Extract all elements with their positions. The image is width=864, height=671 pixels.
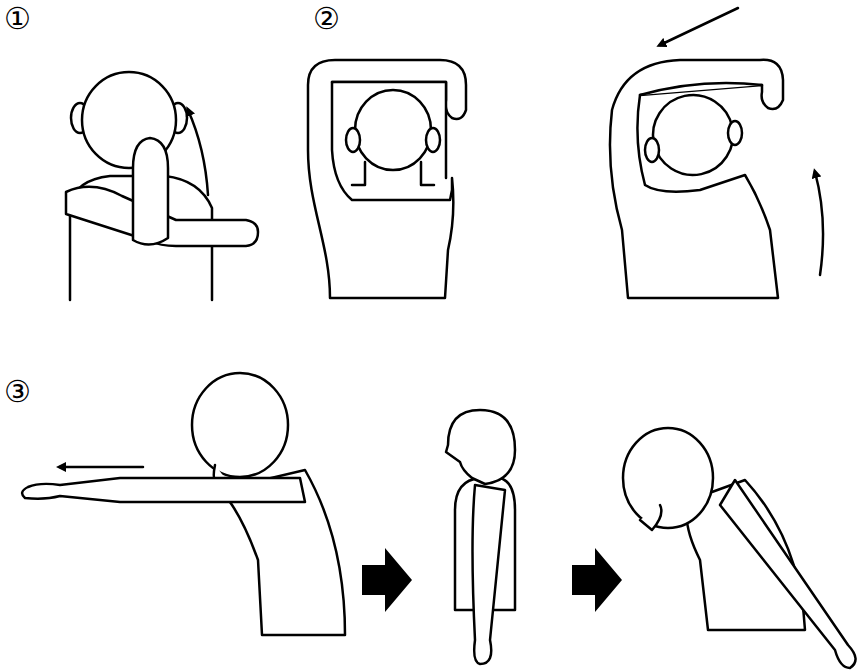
figure-arms-up [308,60,466,298]
callout-number: ③ [4,377,31,407]
callout-number: ② [313,4,340,34]
figure-bend-forward [623,428,856,668]
sequence-arrow [362,548,412,612]
sequence-arrow [572,548,622,612]
figure-standing [446,410,515,664]
figure-cross-arm [66,72,258,300]
figure-reach-forward [22,373,345,635]
figure-side-bend [610,8,823,298]
callout-number: ① [4,4,31,34]
